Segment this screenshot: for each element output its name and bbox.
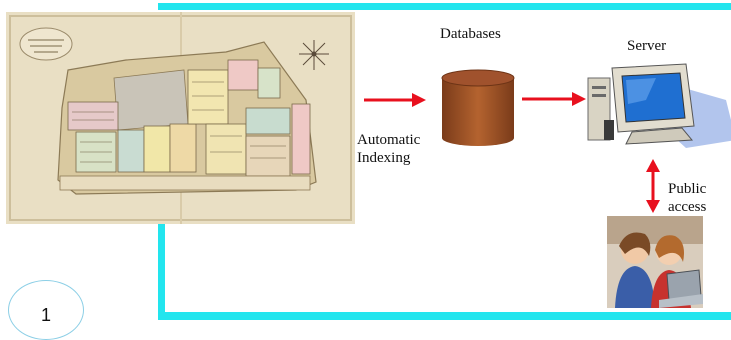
server-label: Server xyxy=(627,38,667,54)
frame-bottom-border xyxy=(158,312,731,320)
automatic-indexing-line2: Indexing xyxy=(357,150,411,166)
public-access-line1: Public xyxy=(668,181,707,197)
arrow-server-users-bidirectional xyxy=(646,159,660,213)
public-access-label: Public access xyxy=(668,180,706,216)
database-cylinder-icon xyxy=(441,69,515,146)
databases-label: Databases xyxy=(440,26,501,42)
frame-left-border xyxy=(158,224,165,320)
historical-map-image xyxy=(6,12,355,224)
frame-top-border xyxy=(158,3,731,10)
public-access-line2: access xyxy=(668,199,707,215)
users-at-laptop-photo xyxy=(607,216,703,308)
desktop-computer-icon xyxy=(587,63,731,148)
automatic-indexing-label: Automatic Indexing xyxy=(357,131,420,167)
automatic-indexing-line1: Automatic xyxy=(357,132,421,148)
arrow-database-to-server xyxy=(522,92,586,106)
slide-number-badge: 1 xyxy=(8,280,84,340)
slide-number: 1 xyxy=(40,305,51,325)
arrow-map-to-database xyxy=(364,93,426,107)
